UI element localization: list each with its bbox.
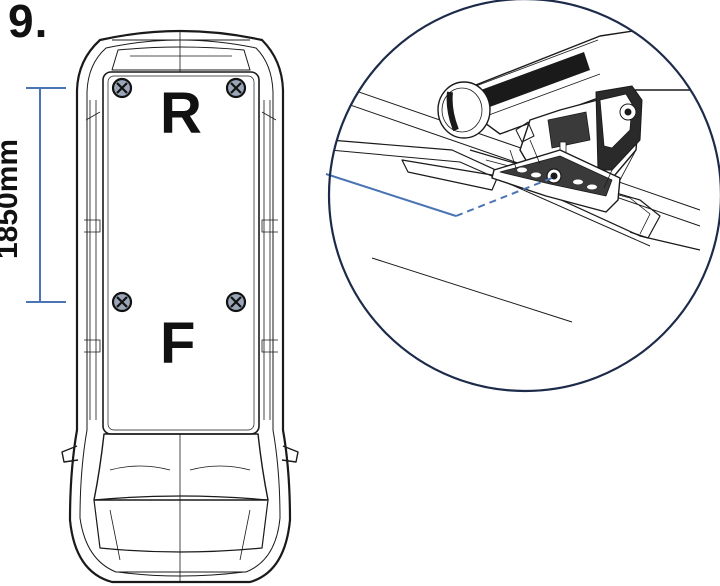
dimension-label: 1850mm	[0, 138, 24, 260]
bolt-icon	[111, 77, 133, 99]
bolt-icon	[225, 291, 247, 313]
detail-view	[325, 0, 720, 393]
dimension-indicator	[26, 87, 66, 303]
bolt-icon	[111, 291, 133, 313]
bolt-icon	[225, 77, 247, 99]
front-position-label: F	[160, 311, 196, 376]
step-number: 9.	[8, 0, 49, 47]
mounting-points	[111, 77, 247, 313]
vehicle-top-view	[61, 29, 299, 584]
rear-position-label: R	[160, 81, 202, 146]
